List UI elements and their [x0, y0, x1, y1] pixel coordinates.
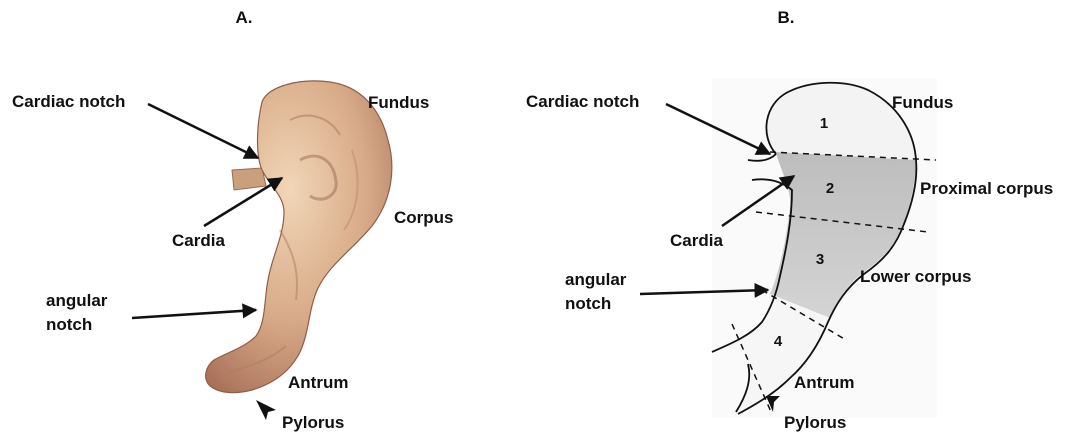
- arrowhead-a-pylorus: [256, 400, 276, 420]
- label-a-antrum: Antrum: [288, 373, 348, 392]
- label-b-cardiac-notch: Cardiac notch: [526, 92, 639, 111]
- region-2-number: 2: [826, 180, 834, 197]
- label-a-angular-line2: notch: [46, 315, 92, 334]
- label-a-angular-line1: angular: [46, 291, 108, 310]
- label-b-pylorus: Pylorus: [784, 413, 846, 432]
- label-b-fundus: Fundus: [892, 93, 953, 112]
- label-b-angular-line2: notch: [565, 294, 611, 313]
- arrow-a-cardiac-notch: [148, 104, 258, 158]
- label-b-angular-line1: angular: [565, 270, 627, 289]
- label-b-antrum: Antrum: [794, 373, 854, 392]
- label-a-pylorus: Pylorus: [282, 413, 344, 432]
- region-4-number: 4: [774, 333, 783, 350]
- region-1-number: 1: [820, 115, 828, 132]
- label-b-cardia: Cardia: [670, 231, 723, 250]
- stomach-photo: [206, 81, 392, 393]
- label-a-fundus: Fundus: [368, 93, 429, 112]
- label-b-lower-corpus: Lower corpus: [860, 267, 971, 286]
- label-a-corpus: Corpus: [394, 208, 454, 227]
- label-b-proximal-corpus: Proximal corpus: [920, 179, 1053, 198]
- arrow-a-angular-notch: [132, 310, 256, 318]
- label-a-cardiac-notch: Cardiac notch: [12, 92, 125, 111]
- region-3-number: 3: [816, 251, 824, 268]
- panel-title-a: A.: [236, 8, 253, 27]
- panel-title-b: B.: [778, 8, 795, 27]
- label-a-cardia: Cardia: [172, 231, 225, 250]
